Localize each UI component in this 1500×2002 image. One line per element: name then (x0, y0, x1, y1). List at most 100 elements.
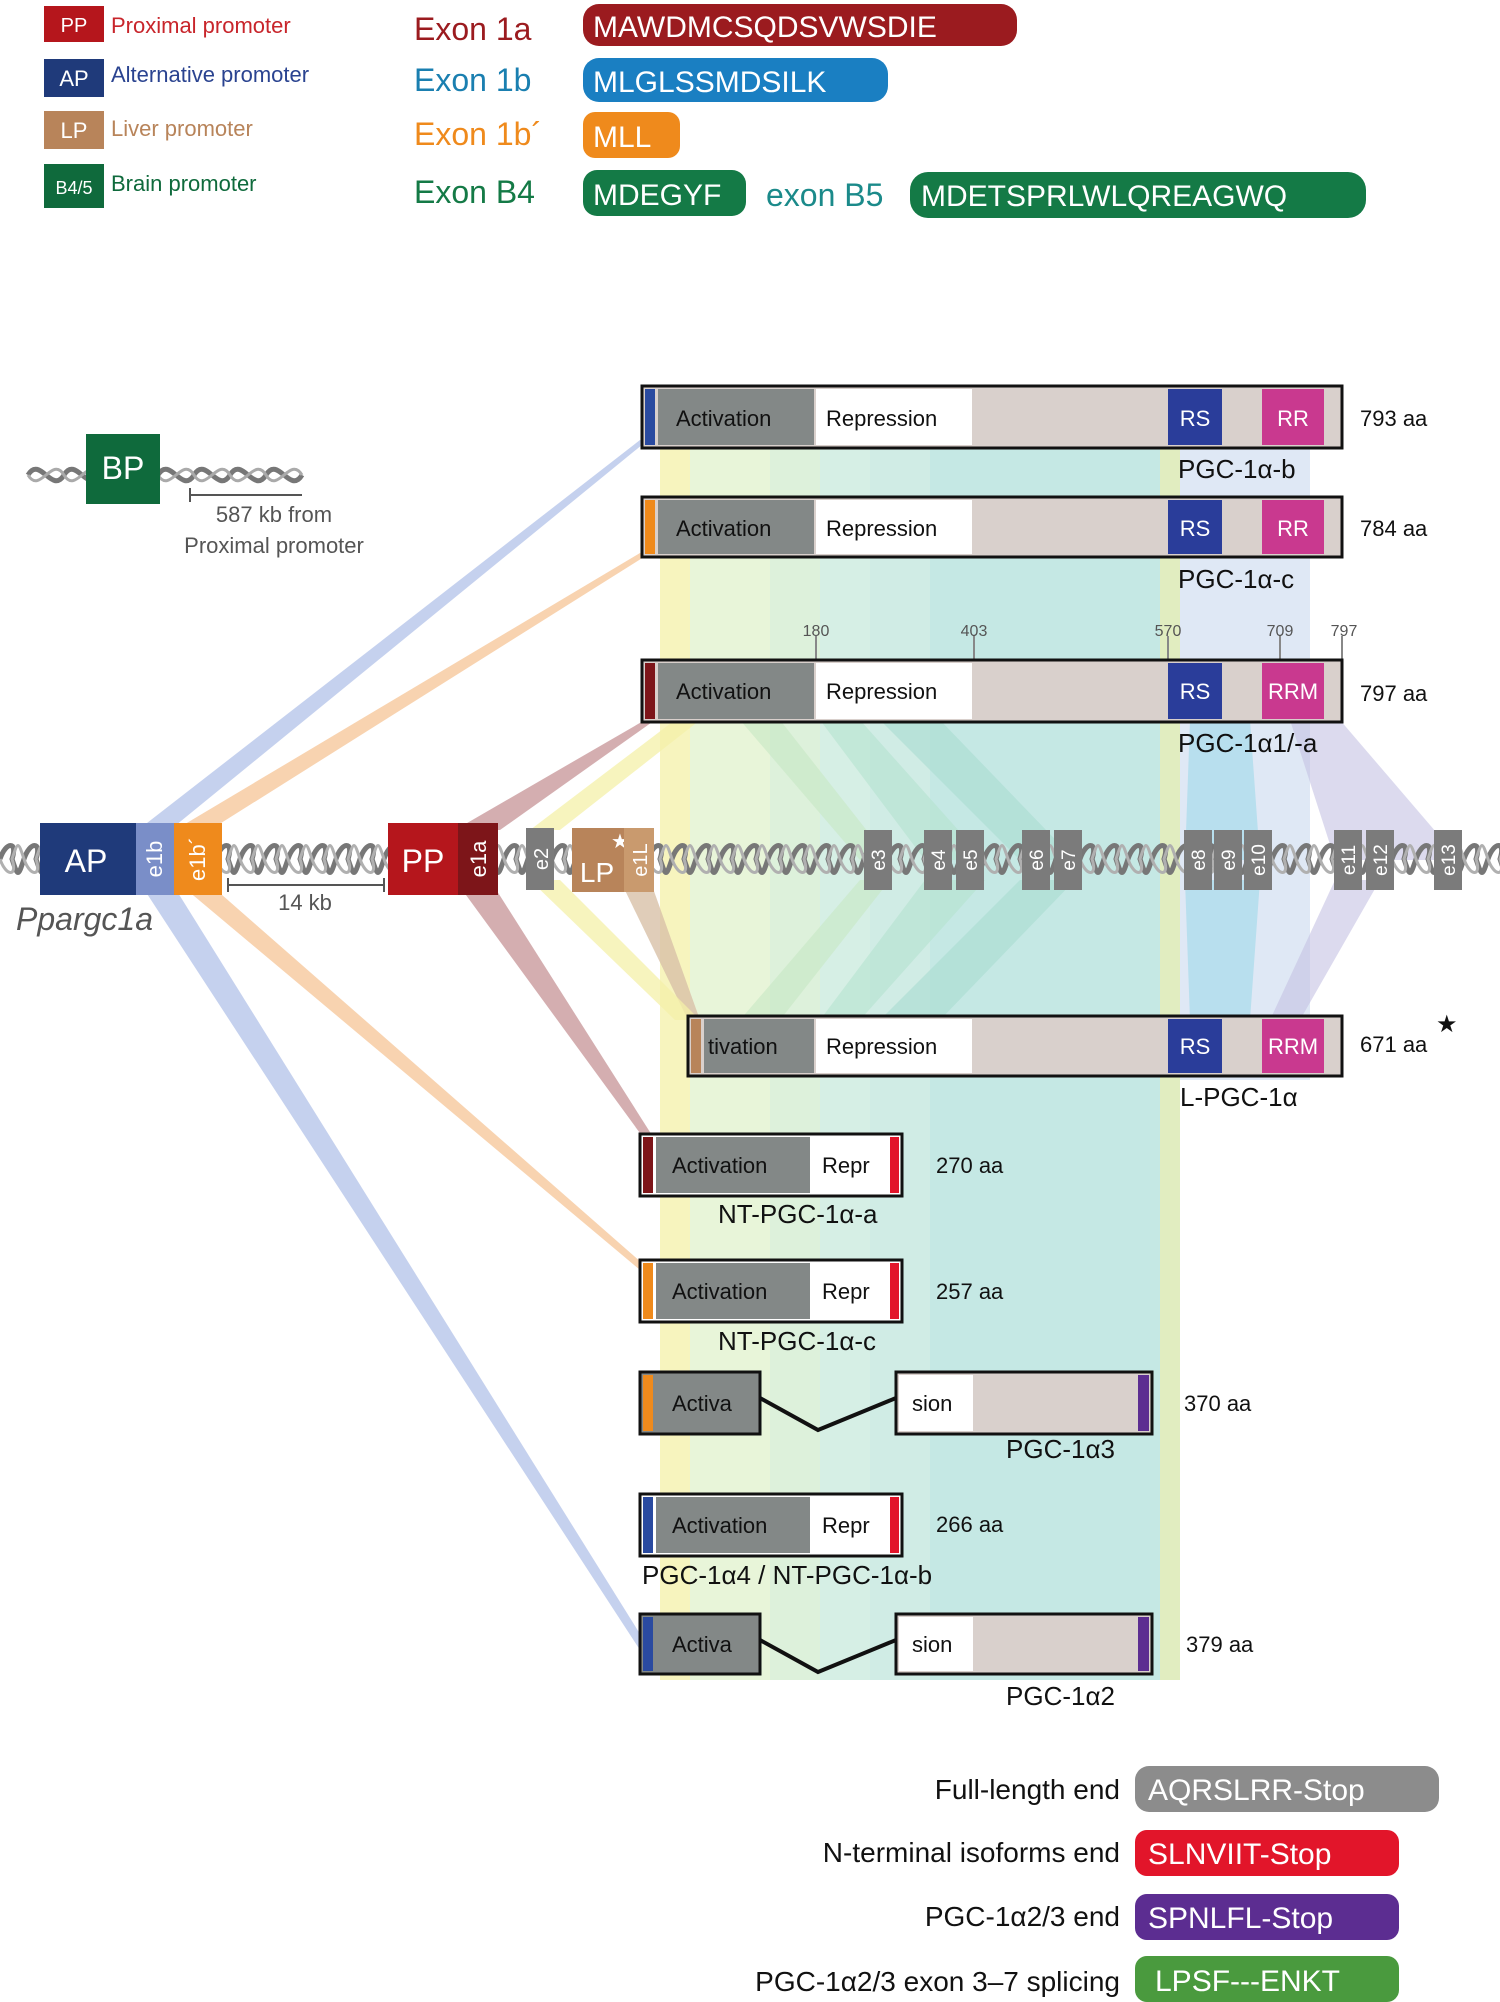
activation-label: Activa (672, 1391, 733, 1416)
band-e4e5-up (820, 720, 985, 860)
band-e3-down (740, 880, 890, 1020)
isoform-pgc1a2: Activa sion 379 aa PGC-1α2 (638, 1612, 1254, 1711)
band-e6e7-up (880, 720, 1075, 860)
legend-pp-code: PP (61, 15, 88, 37)
exon-e13 (1434, 830, 1462, 890)
rr-label: RR (1277, 516, 1309, 541)
exon-e9-label: e9 (1219, 849, 1240, 870)
exon-1b-prime-pill (583, 112, 680, 158)
pp-label: PP (402, 843, 445, 879)
repression-domain (816, 663, 972, 719)
exon-e13-label: e13 (1439, 844, 1460, 876)
repression-domain (899, 1375, 973, 1431)
isoform-name: PGC-1α2 (1006, 1681, 1115, 1711)
end-pill-splicing (1135, 1956, 1399, 2002)
end-seq-full: AQRSLRR-Stop (1148, 1774, 1365, 1807)
gap-label: 14 kb (278, 890, 332, 915)
exon-e10-label: e10 (1249, 844, 1270, 876)
band-1a-down (455, 880, 655, 1140)
gene-name: Ppargc1a (16, 901, 153, 937)
exon-1b-prime-label: Exon 1b´ (414, 116, 542, 152)
legend-ap: AP Alternative promoter (44, 59, 309, 97)
exon-e7-label: e7 (1059, 849, 1080, 870)
rs-label: RS (1180, 1034, 1211, 1059)
residue-scale: 180 403 570 709 797 (803, 623, 1357, 660)
bp-box (86, 434, 160, 504)
rs-label: RS (1180, 516, 1211, 541)
rrm-label: RRM (1268, 1034, 1318, 1059)
exon-e8 (1184, 830, 1212, 890)
activation-domain (656, 1137, 810, 1193)
isoform-nt-pgc1a-c: Activation Repr 257 aa NT-PGC-1α-c (638, 1258, 1004, 1356)
rr-label: RR (1277, 406, 1309, 431)
exon-1b-prime-seq: MLL (593, 121, 651, 154)
repression-label: sion (912, 1632, 952, 1657)
band-1L-down (620, 880, 700, 1020)
splice-junction (759, 1396, 897, 1433)
activation-label: Activation (672, 1153, 767, 1178)
isoform-name: PGC-1α3 (1006, 1434, 1115, 1464)
end-label-a23: PGC-1α2/3 end (925, 1901, 1120, 1932)
repression-domain (816, 500, 972, 554)
rs-domain (1168, 389, 1222, 445)
band-e2-up (530, 720, 700, 830)
rrm-domain (1262, 1019, 1324, 1073)
exon-e1b-prime-label: e1b´ (185, 837, 210, 881)
exon-b4-seq: MDEGYF (593, 179, 721, 212)
legend-ap-code: AP (59, 66, 88, 91)
legend-ap-label: Alternative promoter (111, 62, 309, 87)
repression-label: Repr (822, 1153, 870, 1178)
exon-e2 (526, 828, 554, 890)
exon-1a-pill (583, 4, 1017, 46)
band-e8-10-up (1185, 720, 1260, 860)
end-label-splicing: PGC-1α2/3 exon 3–7 splicing (755, 1966, 1120, 1997)
bp-distance-line1: 587 kb from (216, 502, 332, 527)
exon-e1b-label: e1b (142, 841, 167, 878)
ap-box (40, 823, 136, 895)
exon-e12-label: e12 (1371, 844, 1392, 876)
isoform-length: 370 aa (1184, 1391, 1252, 1416)
activation-label: Activation (676, 516, 771, 541)
isoform-pgc1a4: Activation Repr 266 aa PGC-1α4 / NT-PGC-… (638, 1492, 1004, 1590)
exon-e10 (1244, 830, 1272, 890)
exon-e5-label: e5 (961, 849, 982, 870)
exon-b4-label: Exon B4 (414, 174, 535, 210)
rs-domain (1168, 500, 1222, 554)
activation-domain (656, 1497, 810, 1553)
repression-label: Repression (826, 1034, 937, 1059)
repression-domain (816, 389, 972, 445)
exon-e11-label: e11 (1339, 845, 1360, 875)
ap-label: AP (65, 843, 108, 879)
legend-bp-label: Brain promoter (111, 171, 257, 196)
isoform-name: PGC-1α-b (1178, 454, 1296, 484)
legend-lp-code: LP (61, 118, 88, 143)
exon-e12 (1366, 830, 1394, 890)
activation-label: tivation (708, 1034, 778, 1059)
isoform-name: NT-PGC-1α-a (718, 1199, 878, 1229)
exon-e1b-prime (174, 823, 222, 895)
exon-b5-seq: MDETSPRLWLQREAGWQ (921, 180, 1287, 213)
isoform-length: 266 aa (936, 1512, 1004, 1537)
exon-b5-pill (910, 172, 1366, 218)
end-seq-splicing: LPSF---ENKT (1155, 1965, 1340, 1998)
isoform-length: 257 aa (936, 1279, 1004, 1304)
band-e8-10-down (1185, 880, 1260, 1020)
end-label-full: Full-length end (935, 1774, 1120, 1805)
repression-label: Repr (822, 1513, 870, 1538)
tick-709: 709 (1267, 623, 1294, 640)
exon-e11 (1334, 830, 1362, 890)
isoform-length: 784 aa (1360, 516, 1428, 541)
activation-label: Activa (672, 1632, 733, 1657)
end-seq-nt: SLNVIIT-Stop (1148, 1838, 1331, 1871)
exon-e8-label: e8 (1189, 849, 1210, 870)
exon-start-legend: Exon 1a MAWDMCSQDSVWSDIE Exon 1b MLGLSSM… (414, 4, 1366, 218)
legend-pp-label: Proximal promoter (111, 13, 291, 38)
band-1b-down (175, 880, 650, 1270)
isoform-pgc1a-b: Activation Repression RS RR 793 aa PGC-1… (640, 384, 1428, 484)
bp-distance-line2: Proximal promoter (184, 533, 364, 558)
isoform-length: 793 aa (1360, 406, 1428, 431)
exon-1b-seq: MLGLSSMDSILK (593, 66, 826, 99)
isoform-name: PGC-1α-c (1178, 564, 1294, 594)
